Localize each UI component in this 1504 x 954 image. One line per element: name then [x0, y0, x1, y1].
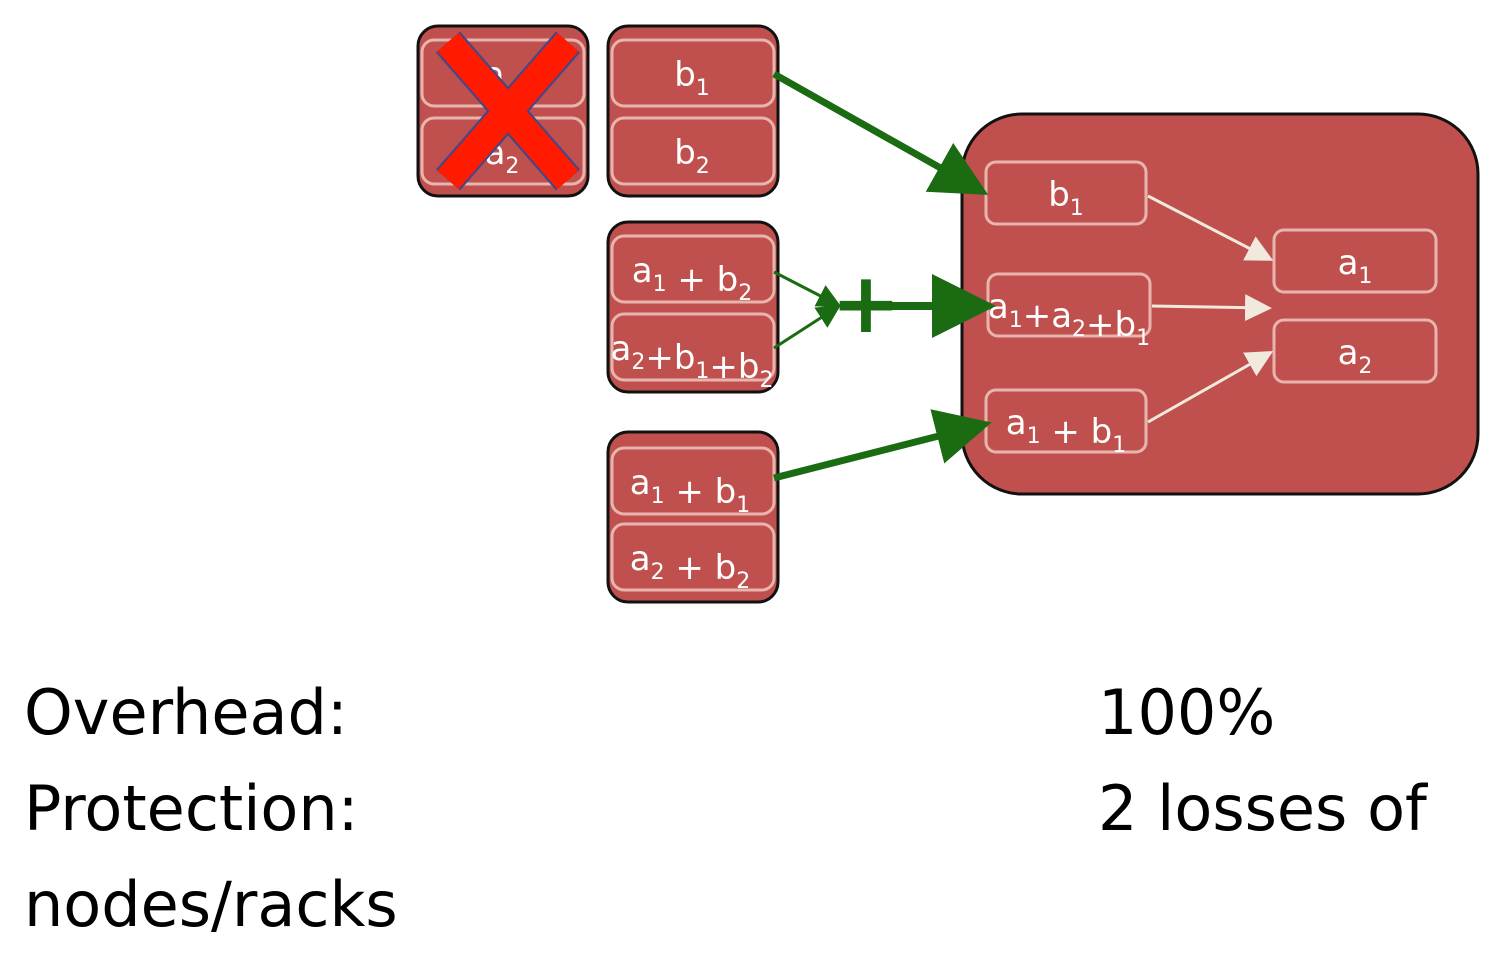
recovery-input-sum-label: a1+a2+b1: [988, 287, 1150, 351]
block-p1-top: [610, 234, 776, 304]
block-b2-label: b2: [674, 133, 710, 179]
label-part: + b: [1041, 412, 1113, 452]
label-subscript: 1: [695, 359, 709, 384]
node-parity-2: a1 + b1 a2 + b2: [606, 430, 780, 604]
label-part: b: [1048, 175, 1070, 215]
protection-label: Protection:: [24, 772, 359, 845]
label-part: + b: [665, 548, 737, 588]
label-part: +a: [1023, 296, 1072, 336]
label-part: a: [1338, 333, 1359, 373]
transfer-arrows: [772, 70, 996, 482]
recovery-output-a1-label: a1: [1338, 243, 1373, 289]
block-b1-label: b1: [674, 55, 710, 101]
label-part: b: [674, 133, 696, 173]
label-subscript: 2: [631, 350, 645, 375]
recovery-input-b1-label: b1: [1048, 175, 1084, 221]
block-p1-top-label: a1 + b2: [632, 251, 753, 306]
failed-cross-icon: [435, 31, 581, 191]
label-subscript: 1: [1070, 196, 1084, 221]
overhead-label: Overhead:: [24, 676, 348, 749]
protection-continuation: nodes/racks: [24, 868, 398, 941]
label-part: a: [1338, 243, 1359, 283]
recovery-output-a2-label: a2: [1338, 333, 1373, 379]
label-subscript: 1: [1027, 424, 1041, 449]
label-subscript: 1: [1112, 433, 1126, 458]
label-subscript: 2: [1358, 354, 1372, 379]
label-part: +b: [645, 338, 695, 378]
node-a: a a2: [416, 24, 590, 198]
block-p2-bottom-label: a2 + b2: [630, 539, 751, 594]
label-part: a: [611, 329, 632, 369]
label-subscript: 2: [736, 569, 750, 594]
node-parity-1: a1 + b2 a2+b1+b2: [606, 220, 780, 394]
block-p2-top-label: a1 + b1: [630, 463, 751, 518]
label-subscript: 1: [736, 493, 750, 518]
label-subscript: 2: [696, 154, 710, 179]
label-part: +b: [709, 347, 759, 387]
block-b2: [610, 116, 776, 186]
label-part: a: [630, 539, 651, 579]
label-part: + b: [667, 260, 739, 300]
arrow-a1b1-to-a2: [1147, 351, 1274, 424]
block-b1: [610, 38, 776, 108]
recovery-output-a2: [1272, 318, 1438, 384]
label-subscript: 1: [651, 484, 665, 509]
block-p1-bottom-label: a2+b1+b2: [611, 329, 774, 393]
label-subscript: 1: [696, 76, 710, 101]
block-p2-bottom: [610, 522, 776, 592]
label-part: + b: [665, 472, 737, 512]
protection-value: 2 losses of: [1098, 772, 1427, 845]
block-p2-top: [610, 446, 776, 516]
label-subscript: 2: [738, 281, 752, 306]
label-subscript: 2: [505, 154, 519, 179]
arrow-sum-to-outputs: [1151, 294, 1272, 322]
arrow-b1-transfer: [772, 70, 989, 195]
recovery-input-a1b1-label: a1 + b1: [1006, 403, 1127, 458]
combine-plus-icon: +: [831, 254, 901, 352]
label-part: a: [630, 463, 651, 503]
label-subscript: 1: [1136, 326, 1150, 351]
arrow-b1-to-a1: [1147, 194, 1274, 261]
label-subscript: 1: [1358, 264, 1372, 289]
node-b: b1 b2: [606, 24, 780, 198]
recovery-node: b1 a1+a2+b1 a1 + b1 a1 a2: [960, 112, 1480, 496]
label-subscript: 2: [760, 368, 774, 393]
arrow-p1-bottom-to-plus: [773, 304, 842, 350]
arrow-a1b1-transfer: [773, 409, 992, 482]
label-part: +b: [1086, 305, 1136, 345]
label-subscript: 2: [651, 560, 665, 585]
label-part: a: [632, 251, 653, 291]
label-subscript: 1: [653, 272, 667, 297]
label-part: a: [988, 287, 1009, 327]
label-part: a: [1006, 403, 1027, 443]
arrow-p1-top-to-plus: [773, 270, 842, 307]
recovery-output-a1: [1272, 228, 1438, 294]
label-part: b: [674, 55, 696, 95]
label-subscript: 1: [1009, 308, 1023, 333]
label-subscript: 2: [1072, 317, 1086, 342]
overhead-value: 100%: [1098, 676, 1276, 749]
